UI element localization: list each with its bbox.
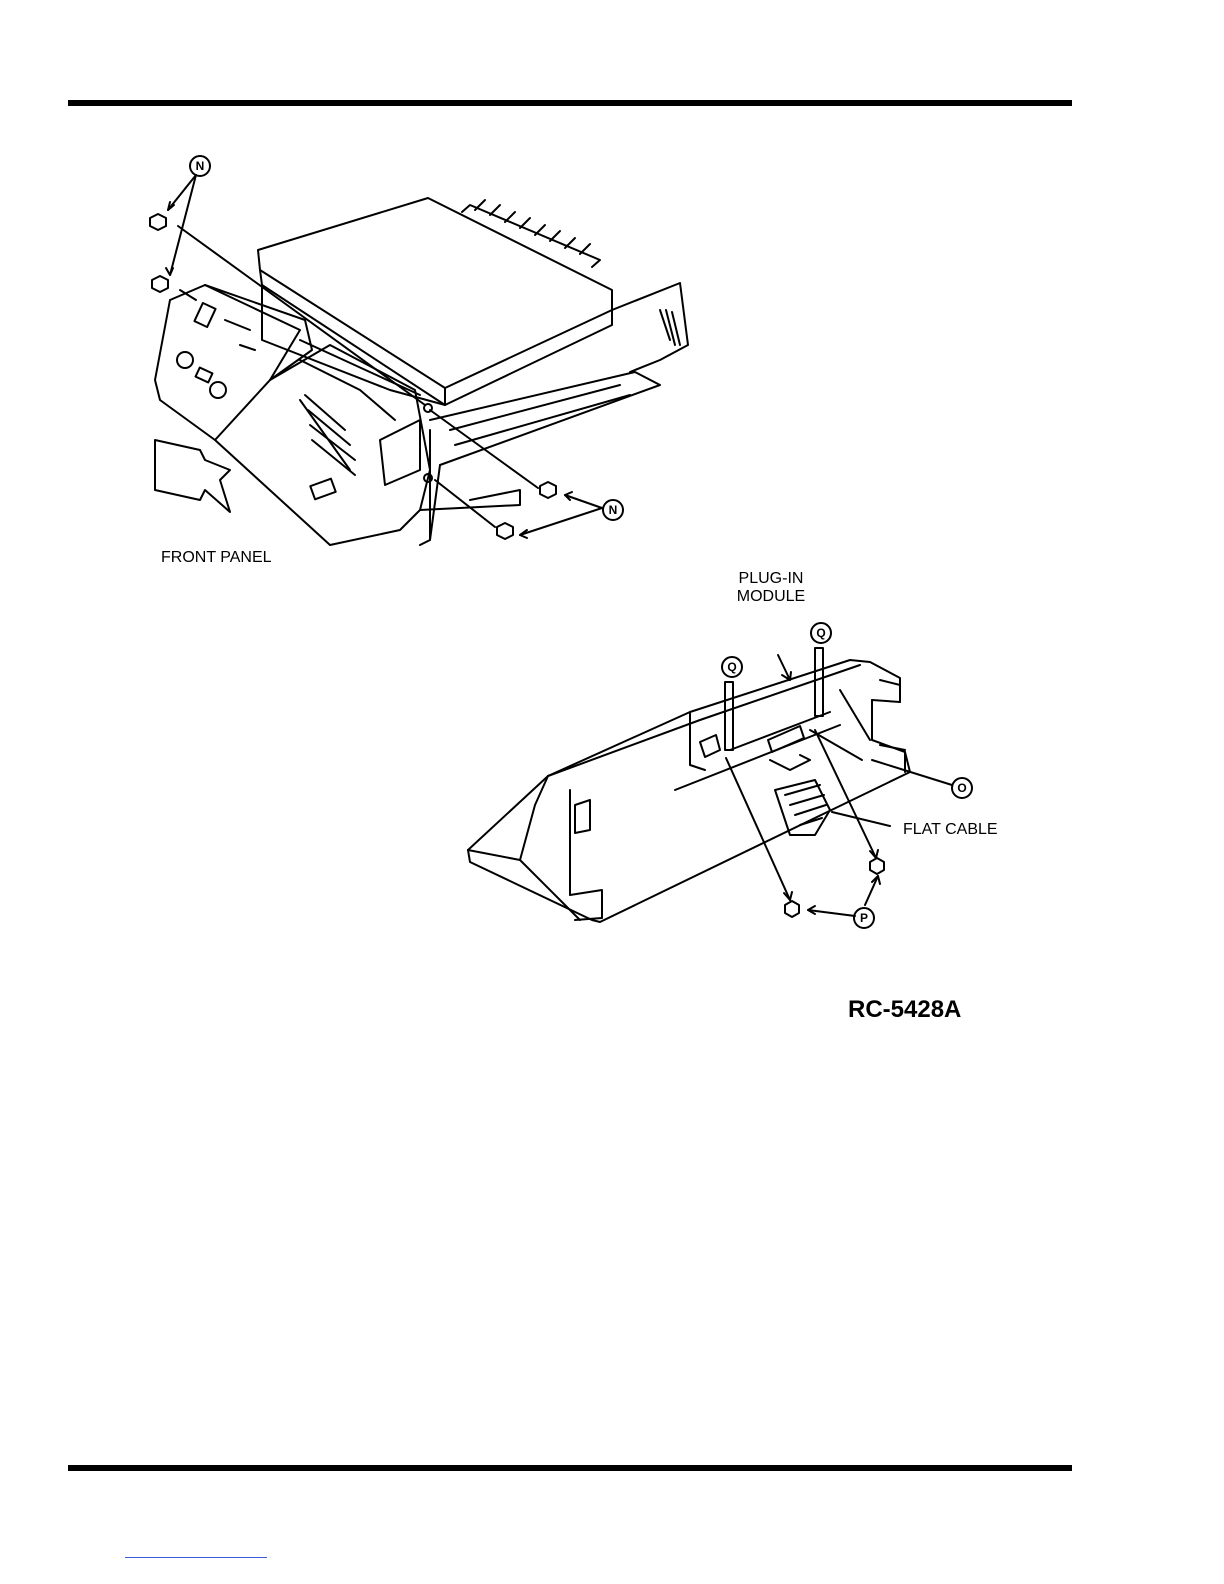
callout-q-right: Q xyxy=(810,622,832,644)
front-direction-arrow xyxy=(155,440,230,512)
callout-n-top: N xyxy=(189,155,211,177)
callout-n-bottom: N xyxy=(602,499,624,521)
callout-p: P xyxy=(853,907,875,929)
plug-in-module-label: PLUG-IN MODULE xyxy=(736,570,806,606)
radio-unit-drawing xyxy=(155,198,688,545)
plug-in-label-line1: PLUG-IN xyxy=(736,570,806,588)
figure-id: RC-5428A xyxy=(848,996,961,1024)
module-connector xyxy=(768,726,804,752)
flat-cable-ribbon xyxy=(775,780,830,835)
plug-in-label-line2: MODULE xyxy=(736,588,806,606)
screw-n-top xyxy=(150,214,168,292)
callout-q-left: Q xyxy=(721,656,743,678)
front-panel-label: FRONT PANEL xyxy=(161,549,272,567)
heatsink-fins xyxy=(462,200,600,267)
flat-cable-label: FLAT CABLE xyxy=(903,821,998,839)
callout-o: O xyxy=(951,777,973,799)
